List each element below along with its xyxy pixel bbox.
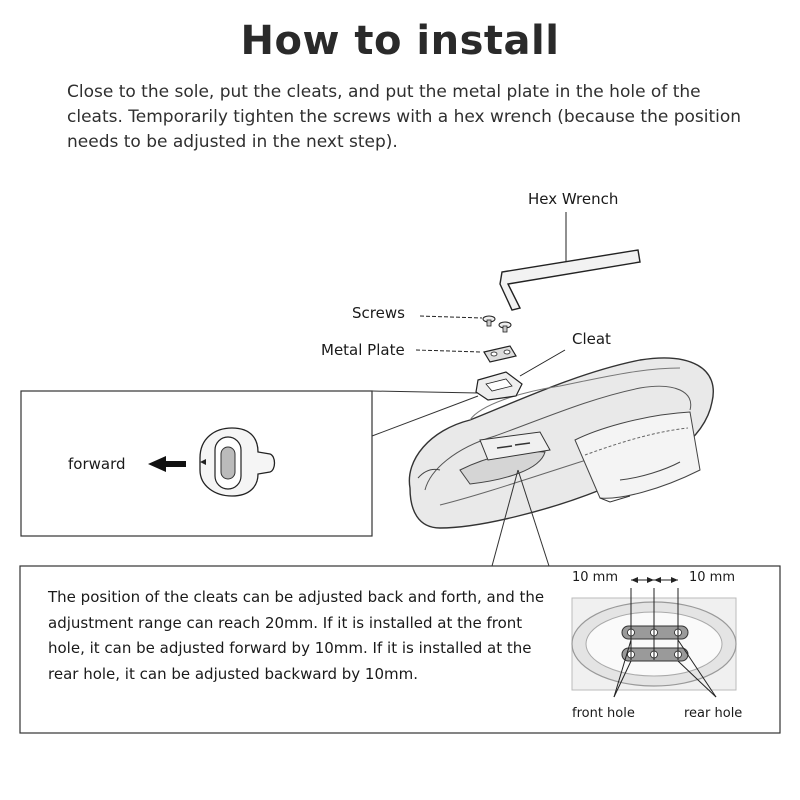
metal-plate-label: Metal Plate	[321, 341, 405, 359]
hex-wrench-label: Hex Wrench	[528, 190, 618, 208]
forward-label: forward	[68, 455, 126, 473]
callout-line-top	[372, 391, 478, 393]
adjustment-description: The position of the cleats can be adjust…	[48, 585, 548, 687]
screws-label: Screws	[352, 304, 405, 322]
hex-wrench-illustration	[500, 250, 640, 310]
left-measure-label: 10 mm	[572, 570, 618, 585]
metal-plate-illustration	[484, 346, 516, 362]
cleat-leader	[520, 350, 565, 376]
screws-illustration	[483, 316, 511, 332]
front-hole-label: front hole	[572, 706, 635, 721]
rear-hole-label: rear hole	[684, 706, 742, 721]
metal-plate-leader	[416, 350, 480, 352]
right-measure-label: 10 mm	[689, 570, 735, 585]
shoe-sole-illustration	[409, 358, 713, 528]
cleat-label: Cleat	[572, 330, 611, 348]
cleat-illustration	[476, 372, 522, 400]
screws-leader	[420, 316, 482, 318]
